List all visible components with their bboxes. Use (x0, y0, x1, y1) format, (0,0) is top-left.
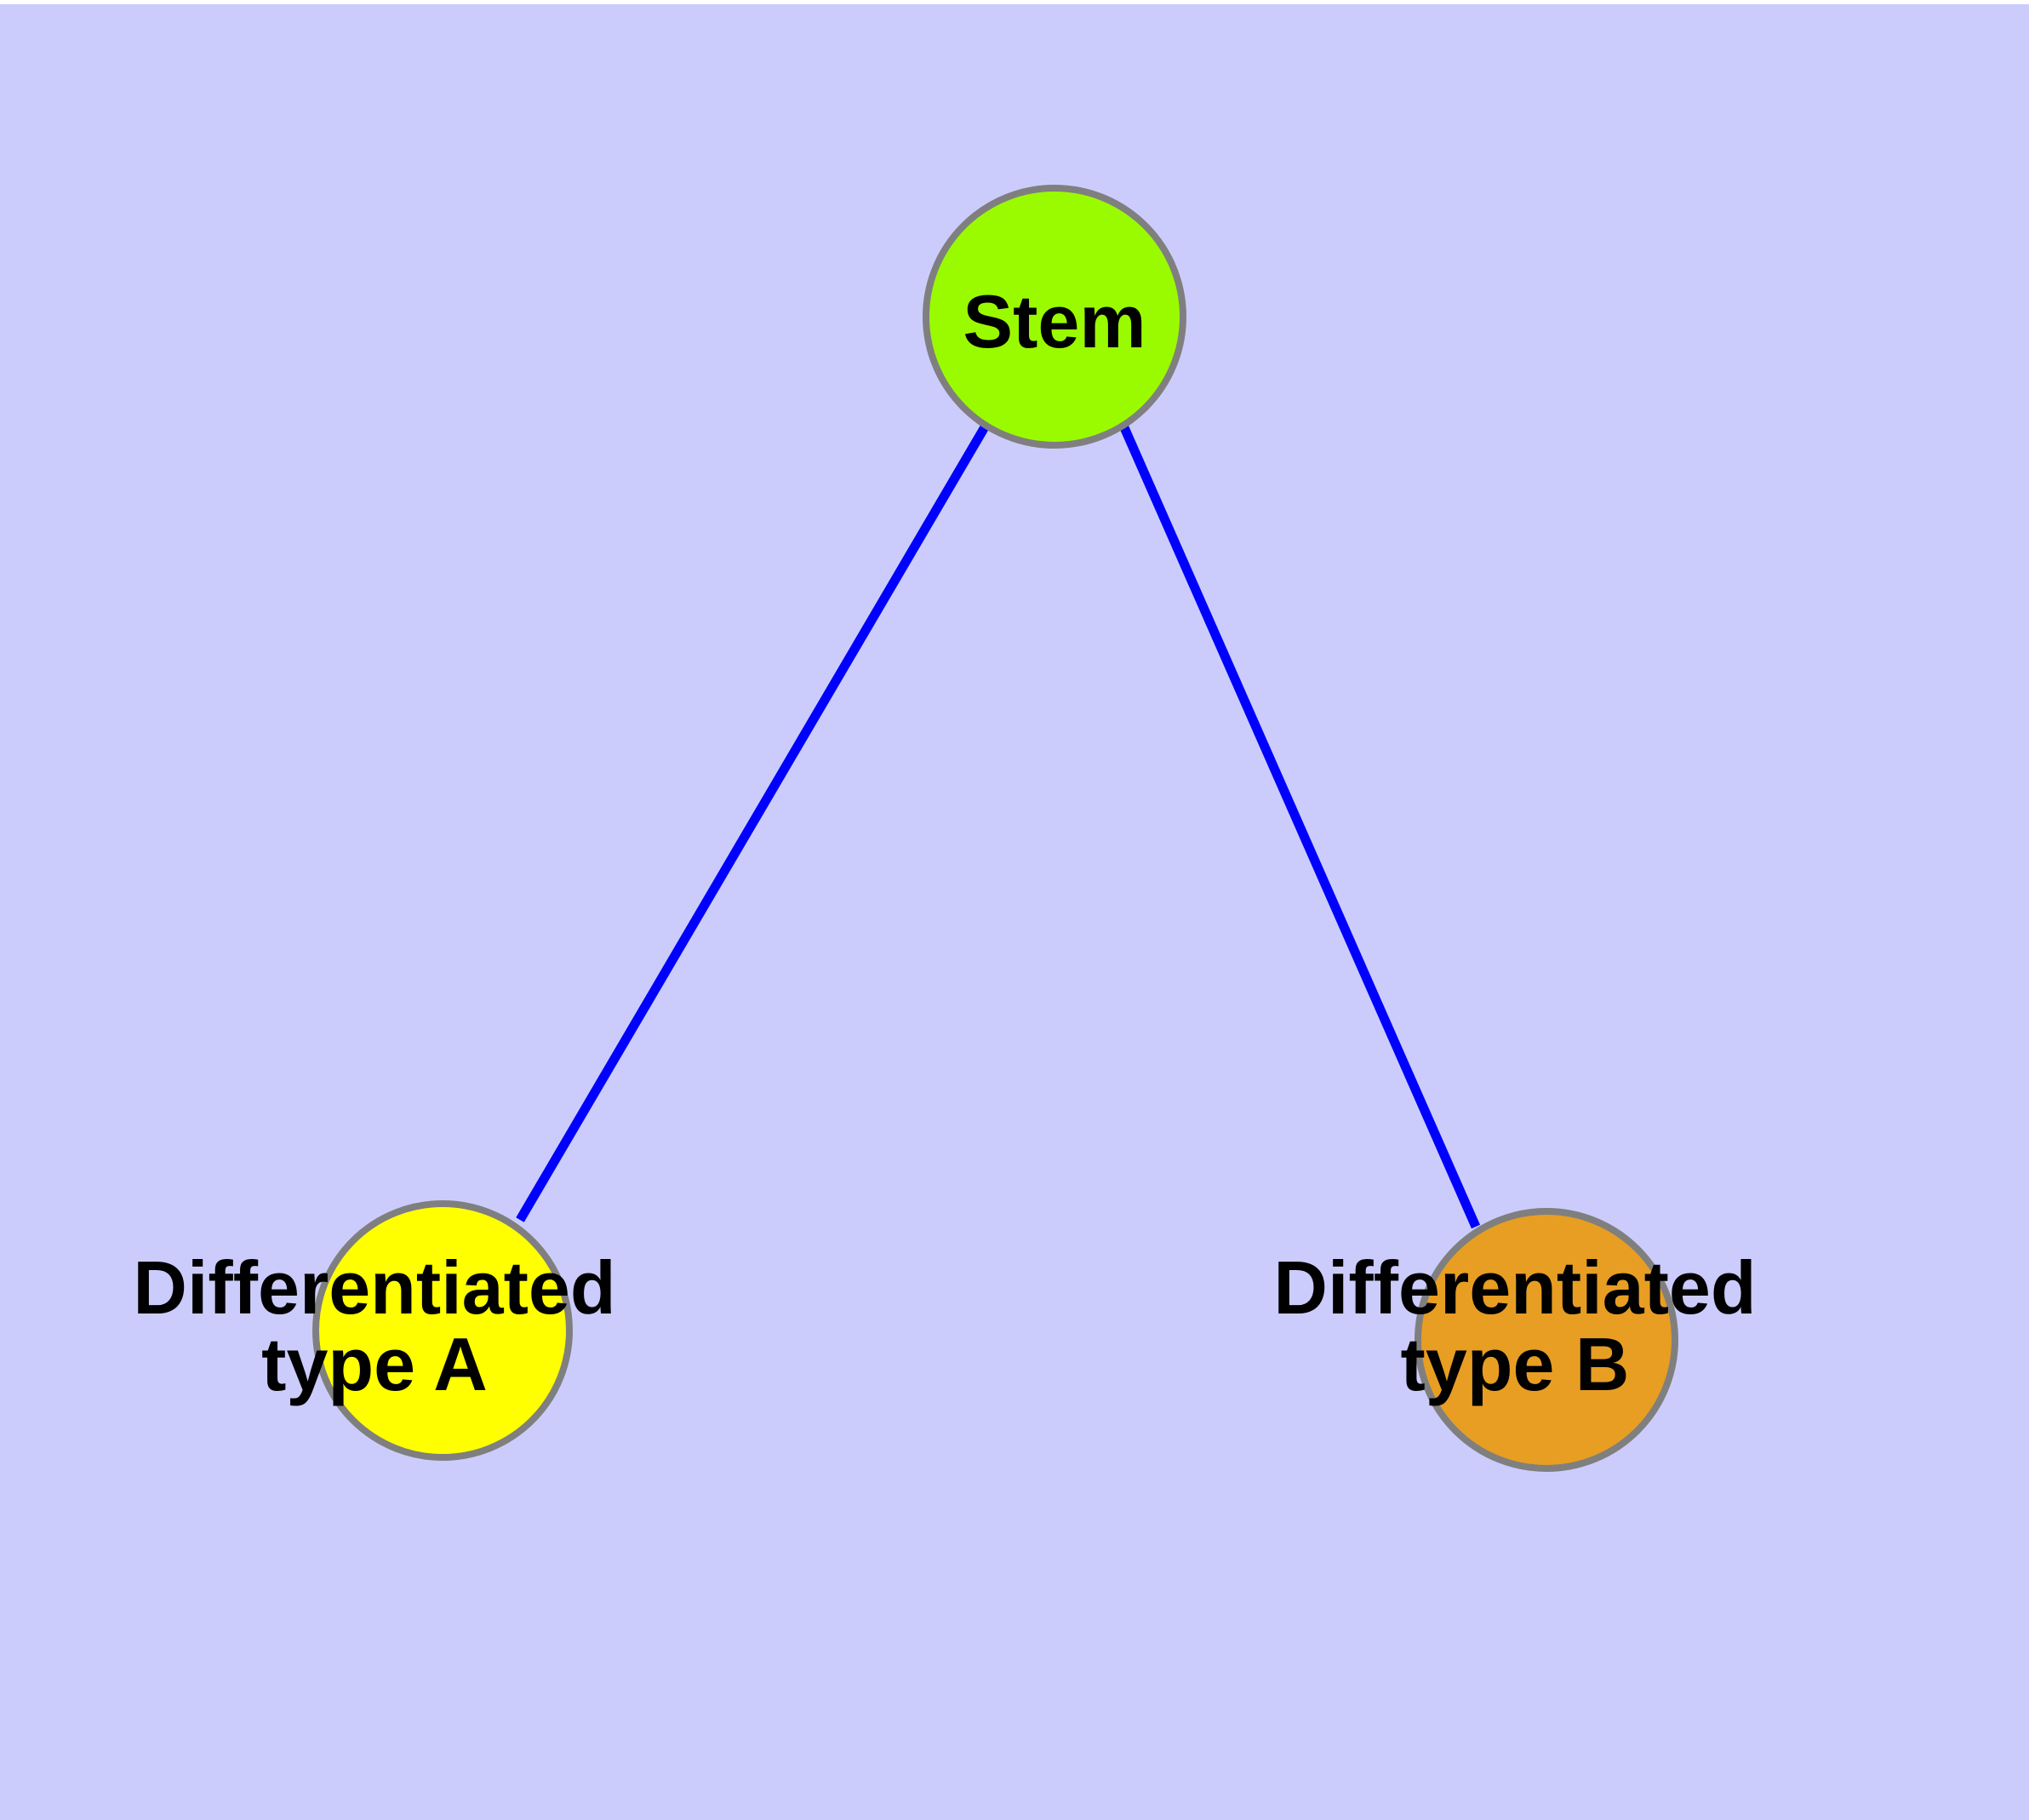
node-label-stem: Stem (963, 279, 1146, 363)
node-label-line: type B (1401, 1322, 1630, 1406)
node-label-line: Stem (963, 279, 1146, 363)
node-differentiated-type-a[interactable] (312, 1200, 573, 1461)
node-differentiated-type-b[interactable] (1415, 1208, 1678, 1472)
node-circle-stem[interactable] (923, 185, 1186, 449)
node-label-line: type A (261, 1322, 488, 1406)
edge-stem-to-a (516, 423, 990, 1222)
node-label-line: Differentiated (1273, 1245, 1756, 1330)
node-label-line: Differentiated (133, 1245, 615, 1330)
edges-layer (516, 423, 1481, 1229)
node-stem[interactable] (923, 185, 1186, 449)
node-circle-differentiated-type-b[interactable] (1415, 1208, 1678, 1472)
edge-stem-to-b (1118, 423, 1481, 1229)
node-circle-differentiated-type-a[interactable] (312, 1200, 573, 1461)
